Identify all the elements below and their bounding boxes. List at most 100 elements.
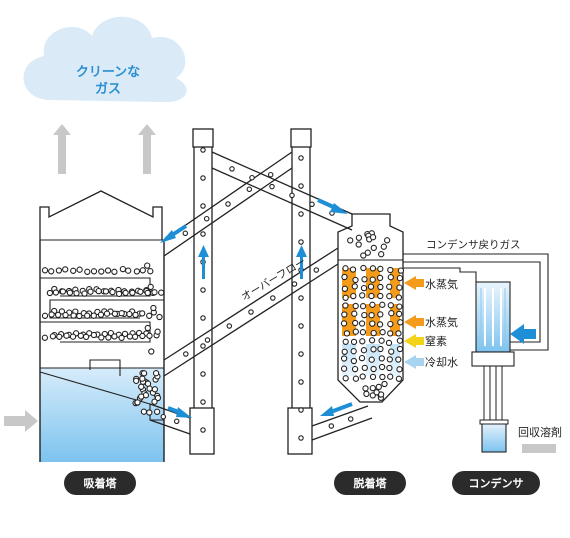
adsorbent-bead xyxy=(56,333,63,340)
adsorbent-bead xyxy=(381,380,388,388)
adsorbent-bead xyxy=(77,332,84,339)
adsorbent-bead xyxy=(375,383,382,391)
adsorbent-bead xyxy=(52,289,60,296)
adsorbent-bead xyxy=(46,289,54,297)
adsorbent-bead xyxy=(328,423,335,429)
adsorbent-bead xyxy=(200,343,206,349)
adsorbent-bead xyxy=(160,413,167,420)
adsorbent-bead xyxy=(376,274,384,282)
adsorbent-bead xyxy=(76,312,83,320)
adsorbent-bead xyxy=(81,290,88,297)
adsorbent-bead xyxy=(298,351,304,357)
adsorbent-bead xyxy=(298,183,304,189)
adsorbent-bead xyxy=(361,311,368,319)
adsorbent-bead xyxy=(150,304,157,312)
adsorbent-bead xyxy=(152,370,160,377)
adsorbent-bead xyxy=(355,234,363,241)
adsorbent-bead xyxy=(154,328,161,335)
adsorbent-bead xyxy=(352,328,359,335)
condenser-return-pipe xyxy=(403,253,549,351)
adsorbent-bead xyxy=(298,407,304,413)
adsorbent-bead xyxy=(200,175,206,181)
recovered-solvent-label: 回収溶剤 xyxy=(518,425,562,439)
adsorbent-bead xyxy=(41,334,49,341)
adsorbent-bead xyxy=(359,292,366,299)
adsorbent-bead xyxy=(139,267,146,274)
adsorbent-bead xyxy=(397,267,405,274)
adsorbent-bead xyxy=(388,310,395,317)
adsorbent-bead xyxy=(360,347,368,354)
adsorbent-bead xyxy=(386,283,393,290)
adsorbent-bead xyxy=(352,319,359,327)
adsorbent-bead xyxy=(63,332,70,339)
absorber-tower xyxy=(39,190,165,462)
conveyor-arrow-to-right-elevator xyxy=(320,402,353,416)
adsorbent-bead xyxy=(350,292,357,300)
conveyor-arrow-to-absorber xyxy=(160,224,188,243)
adsorbent-bead xyxy=(395,356,402,363)
adsorbent-bead xyxy=(41,312,49,319)
adsorbent-bead xyxy=(395,330,402,337)
adsorbent-bead xyxy=(349,266,357,273)
adsorbent-bead xyxy=(138,393,145,400)
adsorbent-bead xyxy=(370,329,377,337)
adsorbent-bead xyxy=(340,320,348,327)
adsorbent-bead xyxy=(359,373,366,380)
adsorbent-bead xyxy=(131,333,139,340)
adsorbent-bead xyxy=(118,334,125,342)
adsorbent-bead xyxy=(121,330,129,338)
adsorbent-bead xyxy=(395,294,403,301)
adsorbent-bead xyxy=(151,398,158,405)
adsorbent-bead xyxy=(138,383,145,390)
adsorbent-bead xyxy=(377,311,384,318)
adsorbent-bead xyxy=(396,345,404,353)
adsorbent-bead xyxy=(87,288,94,295)
adsorbent-bead xyxy=(140,408,148,415)
adsorbent-bead xyxy=(370,346,377,353)
adsorbent-bead xyxy=(200,371,206,377)
adsorbent-bead xyxy=(134,399,141,406)
adsorbent-bead xyxy=(291,281,298,287)
adsorbent-bead xyxy=(204,337,211,343)
adsorbent-bead xyxy=(387,320,394,328)
adsorbent-bead xyxy=(158,289,165,296)
caption-condenser: コンデンサ xyxy=(452,471,540,495)
adsorbent-bead xyxy=(387,330,394,337)
adsorbent-bead xyxy=(66,289,74,296)
adsorbent-bead xyxy=(341,273,348,281)
adsorbent-bead xyxy=(370,365,377,373)
adsorbent-bead xyxy=(378,337,385,344)
adsorbent-bead xyxy=(70,267,77,274)
adsorbent-bead xyxy=(144,324,151,332)
adsorbent-bead xyxy=(129,289,136,296)
adsorbent-bead xyxy=(122,289,129,297)
adsorbent-bead xyxy=(369,320,376,327)
adsorbent-bead xyxy=(200,231,206,237)
adsorbent-bead xyxy=(369,384,376,392)
adsorbent-bead xyxy=(368,312,375,319)
adsorbent-bead xyxy=(359,338,366,345)
adsorbent-bead xyxy=(226,323,233,329)
adsorbent-bead xyxy=(352,276,359,284)
adsorbent-bead xyxy=(298,239,304,245)
adsorbent-bead xyxy=(58,308,66,315)
adsorbent-bead xyxy=(48,311,55,318)
adsorbent-bead xyxy=(267,171,274,178)
adsorbent-bead xyxy=(351,310,358,317)
adsorbent-bead xyxy=(387,373,394,380)
adsorbent-bead xyxy=(396,366,403,373)
adsorbent-bead xyxy=(369,276,376,283)
adsorbent-bead xyxy=(343,330,351,337)
adsorbent-bead xyxy=(109,288,116,296)
adsorbent-bead xyxy=(298,435,304,441)
cloud-text-line2: ガス xyxy=(95,82,121,97)
adsorbent-bead xyxy=(350,338,358,346)
adsorbent-bead xyxy=(200,315,206,321)
adsorbent-bead xyxy=(388,348,395,355)
adsorbent-bead xyxy=(200,203,206,209)
steam-label-1: 水蒸気 xyxy=(425,277,458,291)
adsorbent-bead xyxy=(361,364,368,372)
adsorbent-bead xyxy=(351,283,358,290)
adsorbent-bead xyxy=(146,409,153,416)
